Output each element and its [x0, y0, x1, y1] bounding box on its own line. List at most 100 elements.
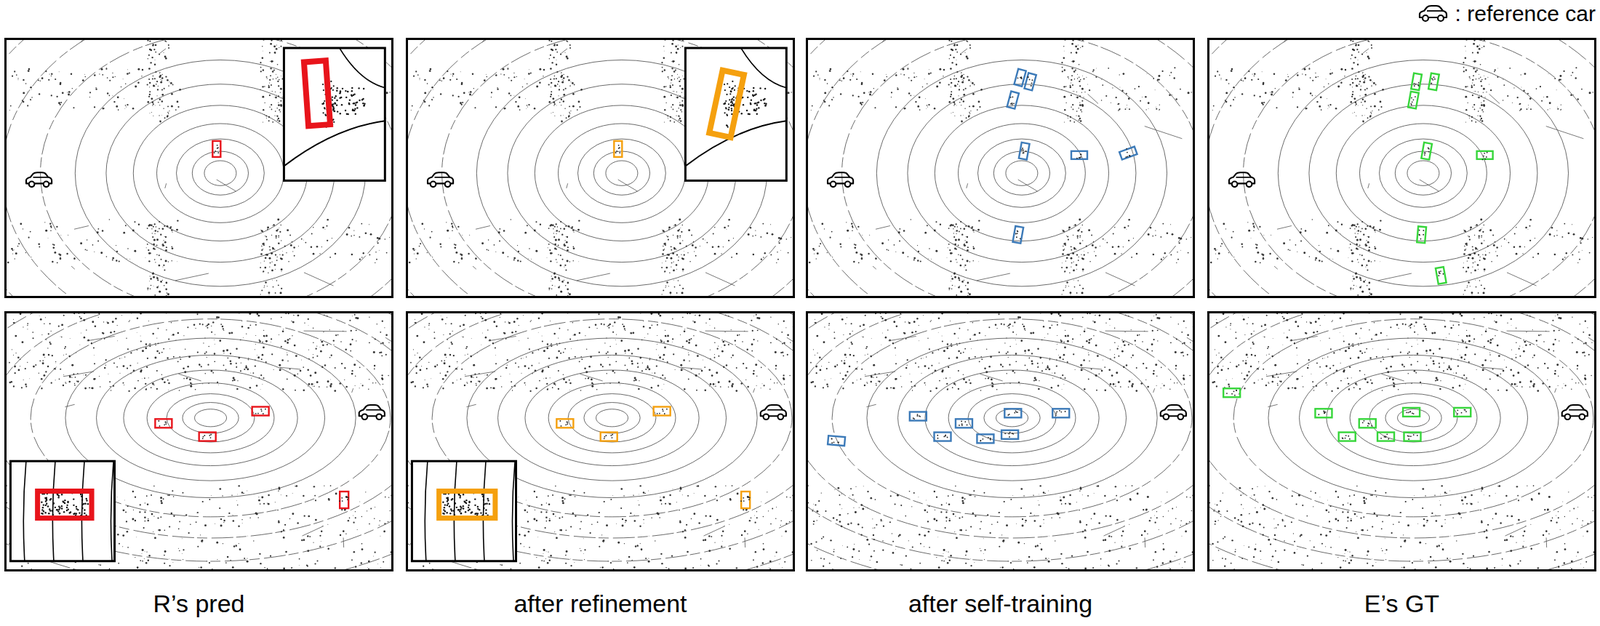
lidar-point: [855, 251, 858, 254]
lidar-point: [22, 228, 24, 230]
lidar-point: [573, 246, 575, 248]
lidar-point: [280, 45, 283, 48]
lidar-point: [261, 249, 263, 251]
lidar-point: [668, 228, 670, 230]
lidar-point: [116, 250, 118, 253]
lidar-point: [278, 47, 280, 48]
lidar-point: [375, 251, 376, 253]
lidar-point: [525, 107, 528, 110]
lidar-point: [960, 120, 963, 123]
lidar-point: [162, 266, 163, 267]
lidar-point: [149, 93, 151, 96]
lidar-point: [322, 226, 325, 230]
lidar-point: [377, 242, 379, 244]
lidar-point: [1082, 96, 1084, 98]
lidar-point: [12, 253, 14, 254]
lidar-point: [493, 244, 496, 246]
lidar-point: [275, 77, 277, 79]
lidar-point: [857, 226, 859, 228]
lidar-point: [913, 259, 915, 262]
lidar-point: [560, 75, 563, 78]
lidar-point: [678, 76, 680, 78]
lidar-point: [1123, 226, 1126, 230]
lidar-point: [665, 85, 667, 88]
lidar-point: [262, 270, 264, 272]
lidar-point: [917, 259, 919, 262]
lidar-point: [1104, 239, 1106, 241]
lidar-point: [163, 88, 166, 90]
lidar-point: [159, 120, 162, 123]
lidar-point: [565, 236, 567, 238]
lidar-point: [733, 237, 734, 239]
lidar-point: [969, 261, 971, 262]
lidar-point: [93, 251, 95, 253]
lidar-point: [560, 120, 563, 123]
lidar-point: [280, 92, 281, 94]
lidar-point: [123, 98, 126, 100]
lidar-point: [679, 284, 681, 286]
lidar-point: [1171, 94, 1173, 96]
lidar-point: [687, 252, 688, 254]
lidar-point: [350, 235, 352, 238]
lidar-point: [502, 68, 505, 71]
structure-line: [160, 48, 166, 54]
lidar-point: [962, 89, 965, 91]
lidar-point: [685, 245, 687, 247]
lidar-point: [286, 229, 289, 232]
lidar-ring: [805, 37, 1195, 299]
lidar-point: [662, 289, 664, 291]
lidar-point: [672, 109, 675, 111]
lidar-point: [950, 90, 952, 93]
lidar-point: [895, 251, 896, 253]
lidar-point: [149, 48, 151, 51]
lidar-point: [1077, 237, 1079, 239]
lidar-point: [450, 73, 452, 75]
lidar-point: [928, 248, 931, 250]
lidar-point: [9, 109, 11, 111]
lidar-point: [429, 69, 432, 72]
lidar-ring: [405, 37, 795, 299]
lidar-point: [831, 231, 833, 233]
lidar-point: [571, 82, 574, 85]
lidar-point: [566, 249, 569, 252]
lidar-point: [1072, 67, 1074, 70]
lidar-point: [158, 290, 161, 294]
lidar-point: [152, 115, 154, 117]
lidar-point: [949, 78, 952, 80]
lidar-point: [562, 93, 566, 96]
lidar-point: [764, 252, 766, 254]
lidar-point: [152, 276, 155, 279]
lidar-point: [168, 85, 169, 86]
lidar-point: [679, 237, 680, 238]
lidar-point: [677, 44, 679, 46]
lidar-point: [681, 292, 684, 295]
lidar-point: [359, 258, 361, 261]
lidar-point: [133, 221, 136, 223]
lidar-point: [672, 60, 675, 63]
lidar-point: [977, 229, 980, 232]
lidar-point: [17, 79, 19, 81]
lidar-point: [278, 109, 280, 111]
lidar-point: [164, 236, 166, 238]
lidar-point: [289, 234, 291, 237]
lidar-point: [280, 100, 282, 102]
lidar-point: [274, 91, 276, 93]
lidar-point: [291, 241, 294, 243]
lidar-point: [281, 96, 283, 98]
lidar-point: [890, 91, 893, 94]
lidar-point: [957, 80, 960, 83]
lidar-point: [957, 245, 960, 247]
lidar-point: [269, 51, 271, 54]
lidar-point: [895, 74, 897, 76]
lidar-point: [1169, 74, 1171, 76]
lidar-point: [958, 88, 960, 91]
lidar-point: [815, 70, 817, 72]
lidar-point: [682, 258, 685, 261]
lidar-point: [156, 286, 158, 288]
lidar-point: [949, 96, 952, 98]
lidar-point: [1073, 248, 1076, 251]
lidar-point: [918, 96, 921, 99]
lidar-point: [264, 266, 267, 270]
lidar-point: [677, 48, 680, 51]
lidar-point: [168, 44, 170, 46]
